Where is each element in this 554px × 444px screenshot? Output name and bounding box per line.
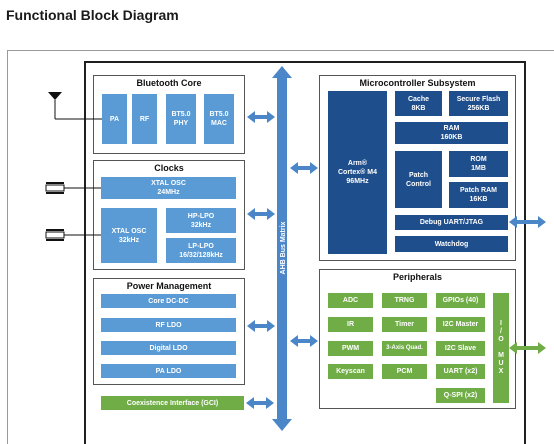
pa-ldo-block: PA LDO: [101, 364, 236, 378]
hp-lpo-block: HP-LPO 32kHz: [166, 208, 236, 233]
clocks-title: Clocks: [154, 163, 184, 173]
secure-flash-block: Secure Flash 256KB: [449, 91, 508, 116]
watchdog-block: Watchdog: [395, 236, 508, 252]
io-mux-external-arrow: [509, 342, 546, 354]
bluetooth-bus-arrow: [247, 111, 275, 123]
ahb-bus-matrix-label: AHB Bus Matrix: [280, 221, 287, 274]
core-dcdc-block: Core DC-DC: [101, 294, 236, 308]
crystal-24mhz-icon: [45, 182, 101, 194]
peripherals-section: Peripherals: [319, 269, 516, 409]
xtal-osc-32khz-block: XTAL OSC 32kHz: [101, 208, 157, 263]
3-axis-quad-block: 3-Axis Quad.: [382, 341, 427, 356]
mcu-subsystem-title: Microcontroller Subsystem: [359, 78, 476, 88]
gpios-block: GPIOs (40): [436, 293, 485, 308]
power-bus-arrow: [247, 320, 275, 332]
bt-mac-block: BT5.0 MAC: [204, 94, 234, 144]
peripherals-title: Peripherals: [392, 272, 443, 282]
peripherals-bus-arrow: [290, 335, 318, 347]
power-management-title: Power Management: [126, 281, 212, 291]
ir-block: IR: [328, 317, 373, 332]
qspi-block: Q-SPI (x2): [436, 388, 485, 403]
patch-ram-block: Patch RAM 16KB: [449, 182, 508, 208]
bluetooth-core-title: Bluetooth Core: [136, 78, 202, 88]
patch-control-block: Patch Control: [395, 151, 442, 208]
debug-external-arrow: [509, 216, 546, 228]
cortex-m4-block: Arm® Cortex® M4 96MHz: [328, 91, 387, 254]
io-mux-block: I / O M U X: [493, 293, 509, 403]
digital-ldo-block: Digital LDO: [101, 341, 236, 355]
coex-bus-arrow: [246, 397, 274, 409]
pcm-block: PCM: [382, 364, 427, 379]
keyscan-block: Keyscan: [328, 364, 373, 379]
i2c-master-block: I2C Master: [436, 317, 485, 332]
pa-block: PA: [102, 94, 127, 144]
rom-block: ROM 1MB: [449, 151, 508, 177]
chip-boundary: [84, 61, 526, 444]
xtal-osc-24mhz-block: XTAL OSC 24MHz: [101, 177, 236, 199]
lp-lpo-block: LP-LPO 16/32/128kHz: [166, 238, 236, 263]
rf-ldo-block: RF LDO: [101, 318, 236, 332]
timer-block: Timer: [382, 317, 427, 332]
clocks-bus-arrow: [247, 208, 275, 220]
adc-block: ADC: [328, 293, 373, 308]
pwm-block: PWM: [328, 341, 373, 356]
ram-block: RAM 160KB: [395, 122, 508, 144]
trng-block: TRNG: [382, 293, 427, 308]
bt-phy-block: BT5.0 PHY: [166, 94, 196, 144]
coexistence-interface-block: Coexistence Interface (GCI): [101, 396, 244, 410]
antenna-icon: [48, 92, 102, 120]
uart-block: UART (x2): [436, 364, 485, 379]
debug-uart-jtag-block: Debug UART/JTAG: [395, 215, 508, 230]
mcu-bus-arrow: [290, 162, 318, 174]
outer-frame: [7, 50, 554, 444]
page-title: Functional Block Diagram: [6, 7, 179, 23]
rf-block: RF: [132, 94, 157, 144]
ahb-bus-matrix-arrow: [272, 66, 292, 431]
cache-block: Cache 8KB: [395, 91, 442, 116]
crystal-32khz-icon: [45, 229, 101, 241]
i2c-slave-block: I2C Slave: [436, 341, 485, 356]
